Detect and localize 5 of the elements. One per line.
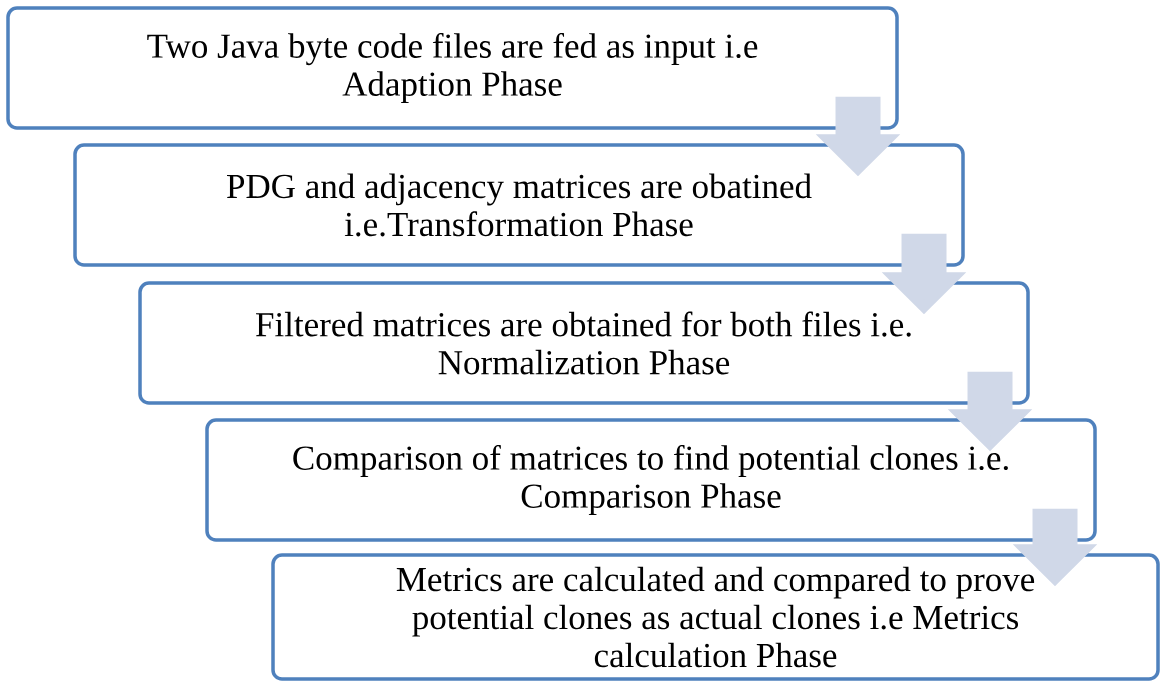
- process-box: Filtered matrices are obtained for both files i.e. Normalization Phase: [138, 281, 1030, 405]
- process-box: Metrics are calculated and compared to prove potential clones as actual clones i.e Metrics calculation Phase: [271, 553, 1160, 681]
- process-box: PDG and adjacency matrices are obatined i.e.Transformation Phase: [73, 143, 965, 267]
- process-box: Comparison of matrices to find potential clones i.e. Comparison Phase: [205, 418, 1097, 542]
- process-box: Two Java byte code files are fed as input i.e Adaption Phase: [6, 6, 899, 130]
